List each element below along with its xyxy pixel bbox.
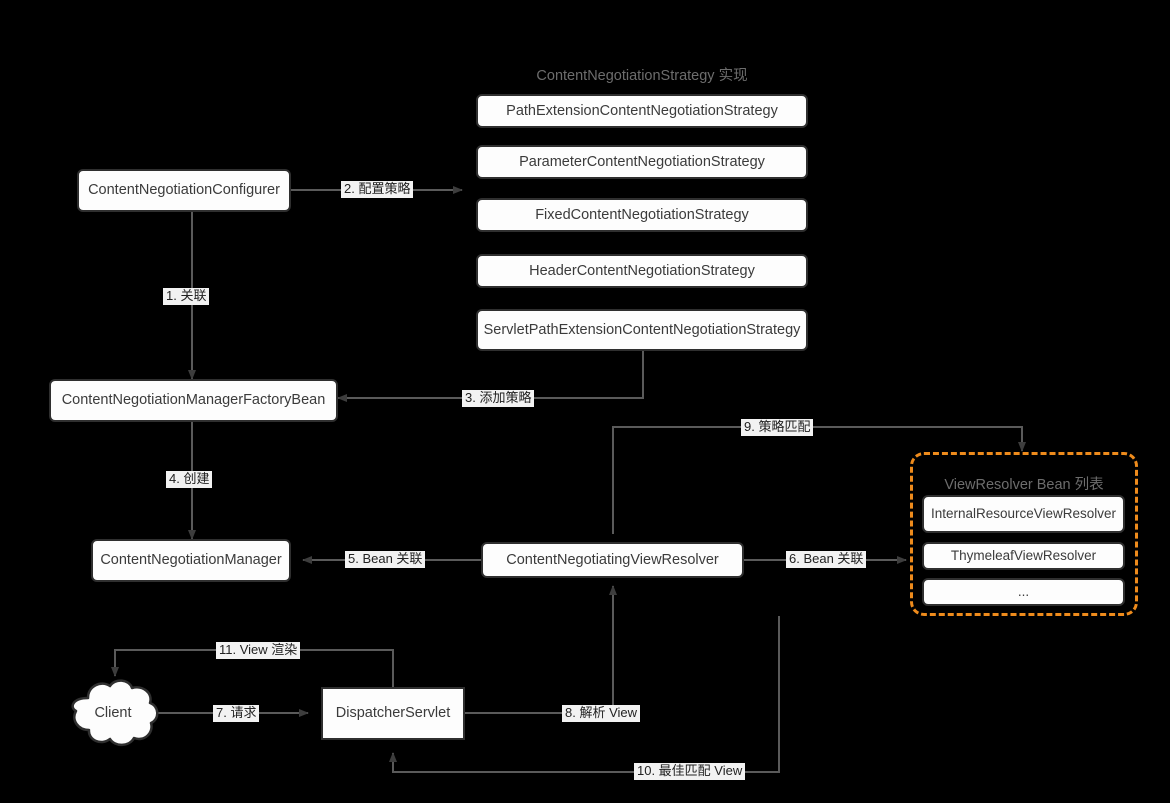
- edge-9-path: [612, 426, 1026, 534]
- viewresolver-group: [910, 452, 1138, 616]
- edge-label-3: 3. 添加策略: [462, 390, 535, 407]
- edge-label-1: 1. 关联: [163, 288, 210, 305]
- client-label: Client: [94, 705, 132, 721]
- edge-label-9: 9. 策略匹配: [741, 419, 814, 436]
- node-fixed-strategy[interactable]: FixedContentNegotiationStrategy: [476, 198, 808, 232]
- edge-label-11: 11. View 渲染: [216, 642, 301, 659]
- node-content-negotiating-view-resolver[interactable]: ContentNegotiatingViewResolver: [481, 542, 744, 578]
- node-parameter-strategy[interactable]: ParameterContentNegotiationStrategy: [476, 145, 808, 179]
- edge-10-path: [389, 616, 780, 773]
- edge-label-6: 6. Bean 关联: [786, 551, 867, 568]
- node-servlet-path-extension-strategy[interactable]: ServletPathExtensionContentNegotiationSt…: [476, 309, 808, 351]
- node-path-extension-strategy[interactable]: PathExtensionContentNegotiationStrategy: [476, 94, 808, 128]
- node-content-negotiation-manager-factory-bean[interactable]: ContentNegotiationManagerFactoryBean: [49, 379, 338, 422]
- edge-label-7: 7. 请求: [213, 705, 260, 722]
- edge-label-4: 4. 创建: [166, 471, 213, 488]
- strategy-group-title: ContentNegotiationStrategy 实现: [536, 68, 748, 84]
- edge-8-path: [465, 585, 617, 714]
- edge-3-path: [337, 341, 644, 402]
- edge-label-5: 5. Bean 关联: [345, 551, 426, 568]
- node-more-view-resolvers[interactable]: ...: [922, 578, 1125, 606]
- node-content-negotiation-configurer[interactable]: ContentNegotiationConfigurer: [77, 169, 291, 212]
- node-internal-resource-view-resolver[interactable]: InternalResourceViewResolver: [922, 495, 1125, 533]
- edge-label-10: 10. 最佳匹配 View: [634, 763, 746, 780]
- client-cloud-shape[interactable]: [63, 676, 163, 750]
- viewresolver-group-title: ViewResolver Bean 列表: [944, 477, 1104, 493]
- node-dispatcher-servlet[interactable]: DispatcherServlet: [321, 687, 465, 740]
- node-thymeleaf-view-resolver[interactable]: ThymeleafViewResolver: [922, 542, 1125, 570]
- node-content-negotiation-manager[interactable]: ContentNegotiationManager: [91, 539, 291, 582]
- node-header-strategy[interactable]: HeaderContentNegotiationStrategy: [476, 254, 808, 288]
- edge-label-8: 8. 解析 View: [562, 705, 641, 722]
- edge-label-2: 2. 配置策略: [341, 181, 414, 198]
